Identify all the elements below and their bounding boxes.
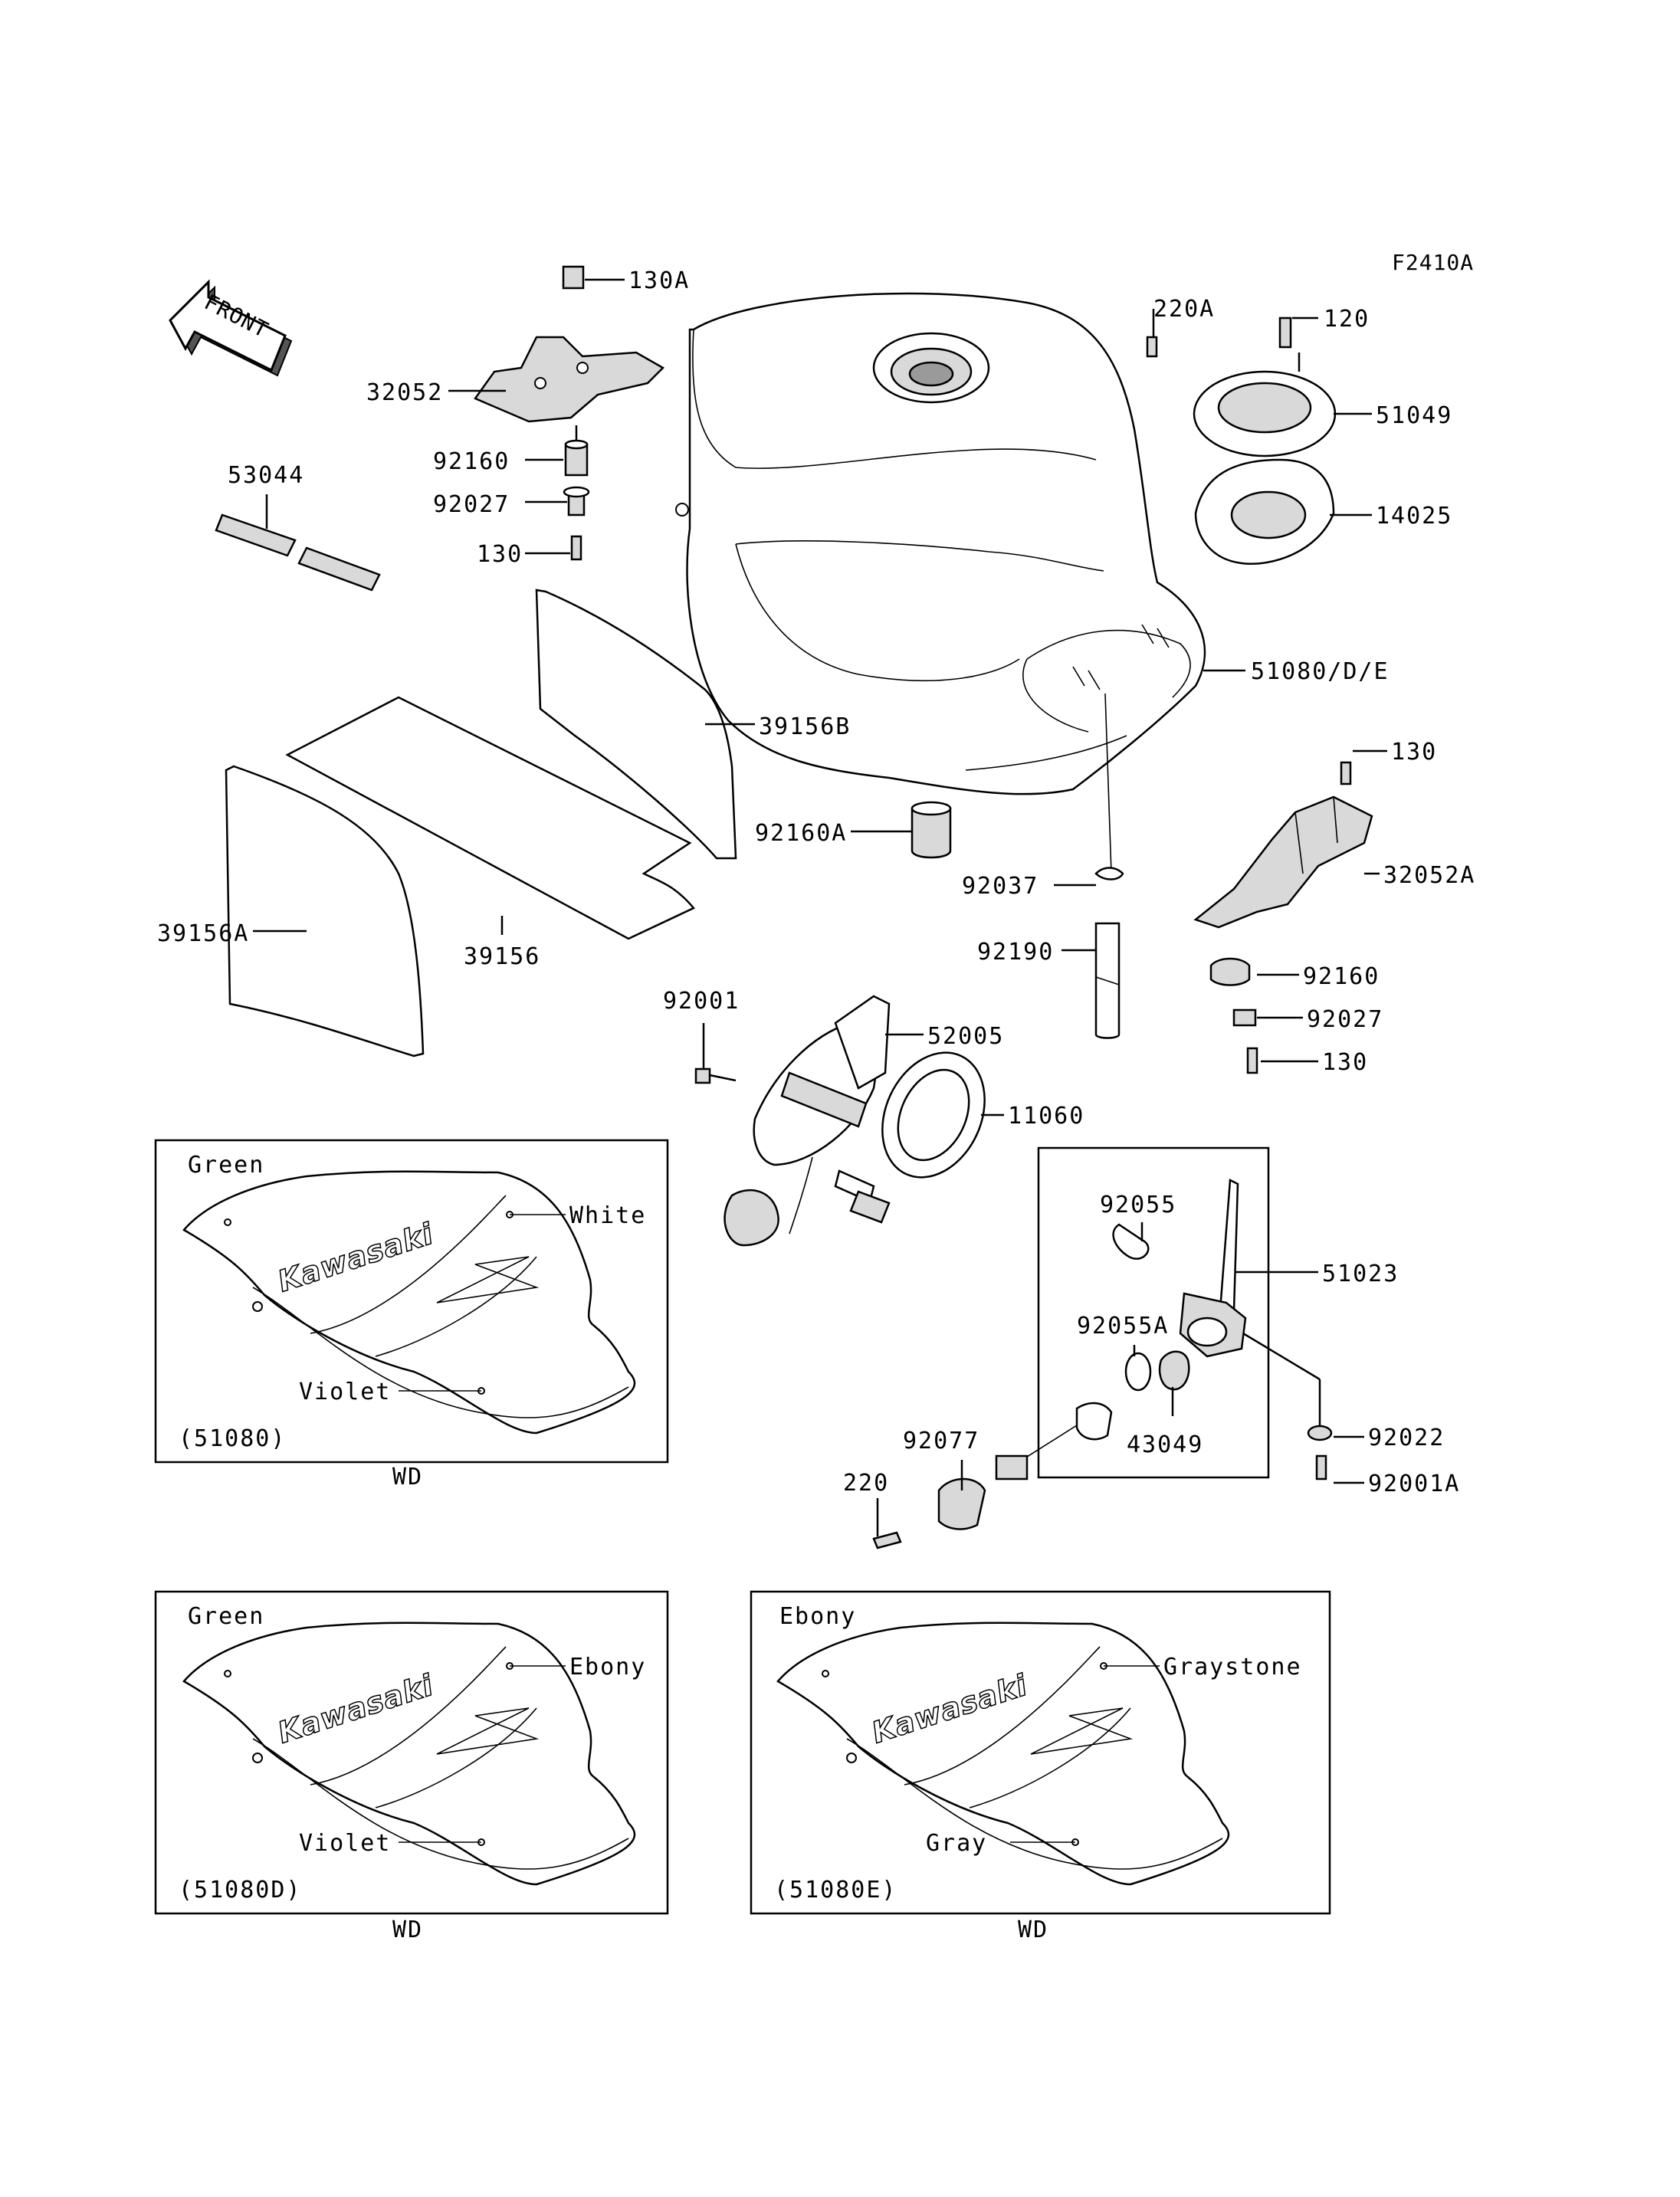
label-220: 220 [843, 1470, 889, 1497]
label-92160: 92160 [433, 448, 510, 475]
label-130: 130 [477, 541, 523, 568]
label-92001: 92001 [663, 988, 740, 1015]
label-32052: 32052 [366, 379, 443, 406]
color-gray: Gray [926, 1830, 987, 1857]
fuel-pump-52005 [694, 995, 891, 1247]
fuel-cock-51023 [1075, 1179, 1247, 1441]
color-ebony: Ebony [569, 1654, 646, 1681]
label-92055: 92055 [1100, 1192, 1176, 1218]
label-220A: 220A [1153, 296, 1215, 323]
label-92027: 92027 [433, 491, 510, 518]
label-92027-b: 92027 [1307, 1006, 1383, 1033]
label-51023: 51023 [1322, 1261, 1399, 1287]
fuel-tank [675, 292, 1206, 795]
label-14025: 14025 [1376, 503, 1452, 530]
color-ebony: Ebony [779, 1603, 856, 1630]
label-43049: 43049 [1127, 1431, 1203, 1458]
label-92077: 92077 [903, 1428, 979, 1454]
color-green: Green [188, 1603, 264, 1630]
label-92160-b: 92160 [1303, 963, 1380, 990]
bracket-32052A [1193, 761, 1373, 1074]
grommet-92160A [911, 801, 952, 859]
color-violet: Violet [299, 1379, 391, 1405]
panel-label: WD [1018, 1917, 1048, 1943]
color-graystone: Graystone [1163, 1654, 1302, 1681]
pad-39156B [535, 589, 737, 860]
label-92037: 92037 [962, 873, 1039, 900]
leader-lines [253, 278, 1387, 1536]
label-51080DE: 51080/D/E [1251, 658, 1390, 685]
washers [1307, 1425, 1333, 1481]
panel-51080D: Kawasaki Green Ebony Violet (51080D) WD [154, 1590, 669, 1943]
panel-51080E: Kawasaki Ebony Graystone Gray (51080E) W… [750, 1590, 1331, 1943]
figure-code: F2410A [1392, 250, 1474, 275]
label-39156: 39156 [464, 943, 540, 970]
label-130A: 130A [628, 267, 690, 294]
label-92190: 92190 [977, 939, 1054, 966]
part-labels: 130A 32052 92160 92027 130 53044 39156B … [157, 267, 1475, 1497]
label-130-c: 130 [1322, 1049, 1368, 1076]
front-arrow-icon: FRONT [169, 279, 293, 377]
fuel-cap-assembly [1146, 316, 1337, 565]
label-32052A: 32052A [1383, 862, 1475, 889]
box-51023 [1037, 1146, 1270, 1479]
panel-code: (51080) [179, 1425, 286, 1452]
label-130-b: 130 [1391, 739, 1437, 766]
label-92022: 92022 [1368, 1425, 1445, 1451]
color-green: Green [188, 1152, 264, 1179]
panel-code: (51080E) [774, 1877, 897, 1904]
label-92160A: 92160A [755, 820, 847, 847]
part-53044 [215, 513, 381, 592]
label-92055A: 92055A [1077, 1313, 1169, 1340]
panel-51080: Kawasaki Green White Violet (51080) WD [154, 1139, 669, 1490]
pad-39156 [285, 696, 695, 940]
gasket-11060 [881, 1051, 986, 1179]
label-39156A: 39156A [157, 920, 249, 947]
label-53044: 53044 [228, 462, 304, 489]
label-39156B: 39156B [759, 713, 851, 740]
label-52005: 52005 [927, 1023, 1004, 1050]
label-92001A: 92001A [1368, 1471, 1460, 1497]
panel-label: WD [392, 1917, 423, 1943]
lever-92077 [872, 1425, 1078, 1549]
label-120: 120 [1324, 306, 1370, 333]
panel-label: WD [392, 1464, 423, 1490]
label-11060: 11060 [1008, 1103, 1084, 1130]
hose-92190 [1094, 693, 1124, 1039]
color-white: White [569, 1202, 646, 1229]
pad-39156A [225, 765, 425, 1058]
label-51049: 51049 [1376, 402, 1452, 429]
color-violet: Violet [299, 1830, 391, 1857]
bracket-32052 [474, 265, 665, 561]
panel-code: (51080D) [179, 1877, 302, 1904]
